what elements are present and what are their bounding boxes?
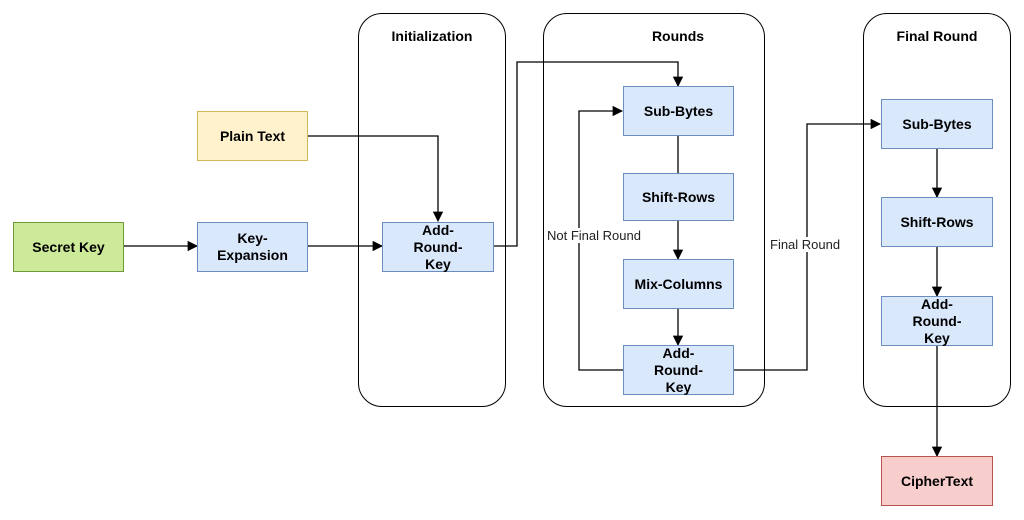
final-add-round-key-node: Add-Round-Key [881, 296, 993, 346]
secret-key-node: Secret Key [13, 222, 124, 272]
rounds-sub-bytes-node: Sub-Bytes [623, 86, 734, 136]
rounds-add-round-key-node: Add-Round-Key [623, 345, 734, 395]
final-sub-bytes-node: Sub-Bytes [881, 99, 993, 149]
rounds-shift-rows-node: Shift-Rows [623, 173, 734, 221]
final-shift-rows-node: Shift-Rows [881, 197, 993, 247]
rounds-title: Rounds [651, 28, 705, 44]
initialization-title: Initialization [391, 28, 473, 44]
rounds-mix-columns-node: Mix-Columns [623, 259, 734, 309]
init-add-round-key-node: Add-Round-Key [382, 222, 494, 272]
key-expansion-node: Key-Expansion [197, 222, 308, 272]
final-round-title: Final Round [896, 28, 978, 44]
final-round-label: Final Round [768, 237, 843, 252]
edge-plaintext-addroundkey [308, 135, 444, 223]
edge-init-to-subbytes [494, 61, 684, 247]
not-final-round-label: Not Final Round [545, 228, 643, 243]
plain-text-node: Plain Text [197, 111, 308, 161]
initialization-group: Initialization [358, 13, 506, 407]
ciphertext-node: CipherText [881, 456, 993, 506]
